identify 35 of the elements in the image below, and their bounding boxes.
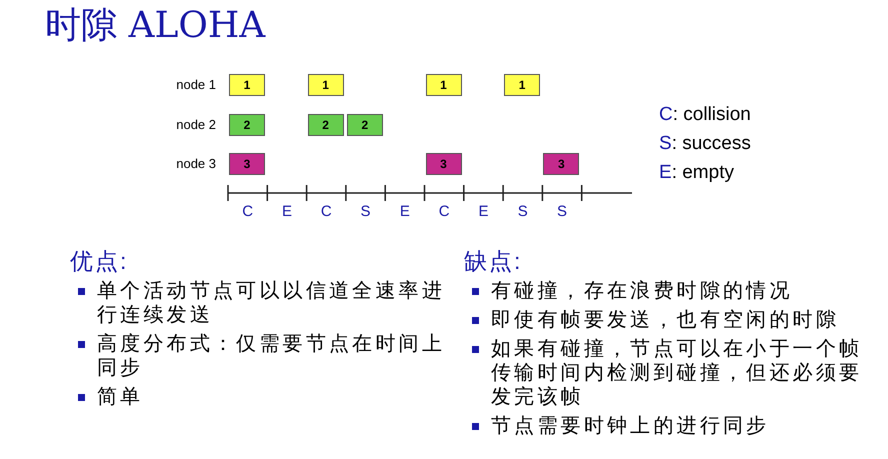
frame-box: 3 (543, 153, 580, 175)
bullet-text: 简单 (97, 385, 144, 409)
slot-outcome: C (438, 203, 451, 221)
section-heading: 缺点: (464, 247, 524, 275)
key-entry: C: collision (659, 103, 751, 127)
frame-box: 1 (504, 74, 540, 96)
key-entry: S: success (659, 132, 751, 156)
slot-outcome: E (477, 203, 490, 221)
slot-outcome: S (516, 203, 529, 221)
section-heading: 优点: (70, 247, 130, 275)
frame-box: 2 (229, 114, 265, 136)
slot-outcome: E (398, 203, 411, 221)
bullet-text: 节点需要时钟上的进行同步 (491, 414, 770, 438)
row-label: node 3 (175, 156, 216, 172)
frame-box: 3 (229, 153, 265, 175)
bullet-text: 单个活动节点可以以信道全速率进行连续发送 (97, 279, 446, 327)
frame-box: 3 (426, 153, 462, 175)
key-entry: E: empty (659, 161, 734, 185)
row-label: node 1 (175, 77, 216, 93)
bullet-text: 有碰撞，存在浪费时隙的情况 (491, 279, 793, 303)
frame-box: 1 (229, 74, 265, 96)
frame-box: 2 (346, 114, 383, 136)
slot-outcome: C (241, 203, 254, 221)
bullet-text: 即使有帧要发送，也有空闲的时隙 (491, 308, 839, 332)
slot-outcome: S (556, 203, 568, 221)
slot-outcome: C (320, 203, 333, 221)
row-label: node 2 (175, 117, 216, 133)
bullet-text: 如果有碰撞，节点可以在小于一个帧传输时间内检测到碰撞，但还必须要发完该帧 (491, 337, 864, 409)
slot-outcome: S (360, 203, 372, 221)
slot-outcome: E (280, 203, 293, 221)
bullet-text: 高度分布式：仅需要节点在时间上同步 (97, 332, 446, 380)
frame-box: 1 (308, 74, 344, 96)
frame-box: 1 (426, 74, 462, 96)
frame-box: 2 (308, 114, 344, 136)
title: 时隙 ALOHA (45, 4, 266, 48)
